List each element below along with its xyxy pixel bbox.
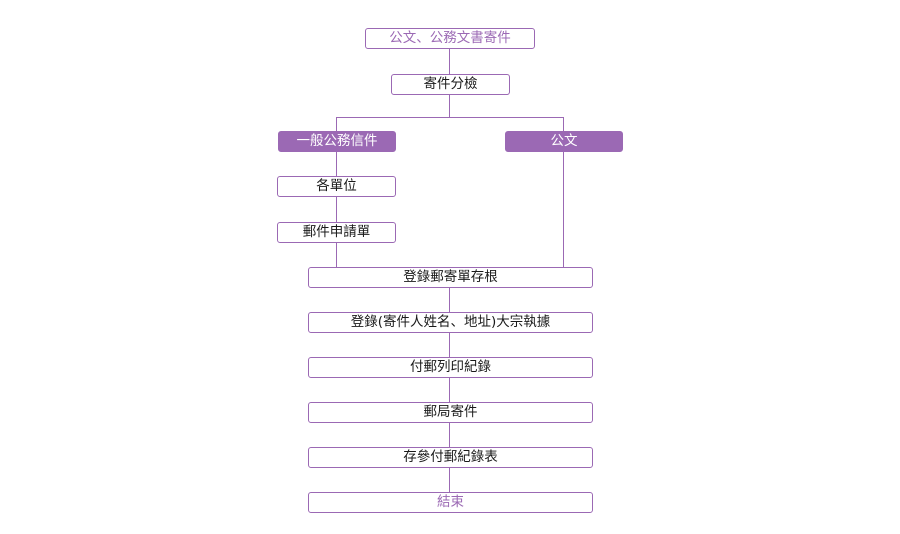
connector-print-to-postoffice	[449, 378, 450, 403]
register-receipt-node: 登錄(寄件人姓名、地址)大宗執據	[308, 312, 593, 333]
connector-receipt-to-print	[449, 333, 450, 358]
connector-branch-right-down	[563, 117, 564, 132]
connector-request-to-stub	[336, 243, 337, 268]
archive-record-node: 存參付郵紀錄表	[308, 447, 593, 468]
connector-branch-horizontal	[336, 117, 564, 118]
connector-unit-to-request	[336, 197, 337, 223]
connector-sort-down	[449, 95, 450, 118]
each-unit-node: 各單位	[277, 176, 396, 197]
start-node: 公文、公務文書寄件	[365, 28, 535, 49]
post-office-node: 郵局寄件	[308, 402, 593, 423]
official-doc-node: 公文	[505, 131, 623, 152]
connector-start-to-sort	[449, 49, 450, 75]
sort-node: 寄件分檢	[391, 74, 510, 95]
connector-stub-to-receipt	[449, 288, 450, 313]
end-node: 結束	[308, 492, 593, 513]
postage-print-node: 付郵列印紀錄	[308, 357, 593, 378]
connector-branch-left-down	[336, 117, 337, 132]
connector-official-to-stub	[563, 152, 564, 268]
connector-archive-to-end	[449, 468, 450, 493]
register-stub-node: 登錄郵寄單存根	[308, 267, 593, 288]
connector-postoffice-to-archive	[449, 423, 450, 448]
connector-general-to-unit	[336, 152, 337, 177]
mail-request-node: 郵件申請單	[277, 222, 396, 243]
general-mail-node: 一般公務信件	[278, 131, 396, 152]
